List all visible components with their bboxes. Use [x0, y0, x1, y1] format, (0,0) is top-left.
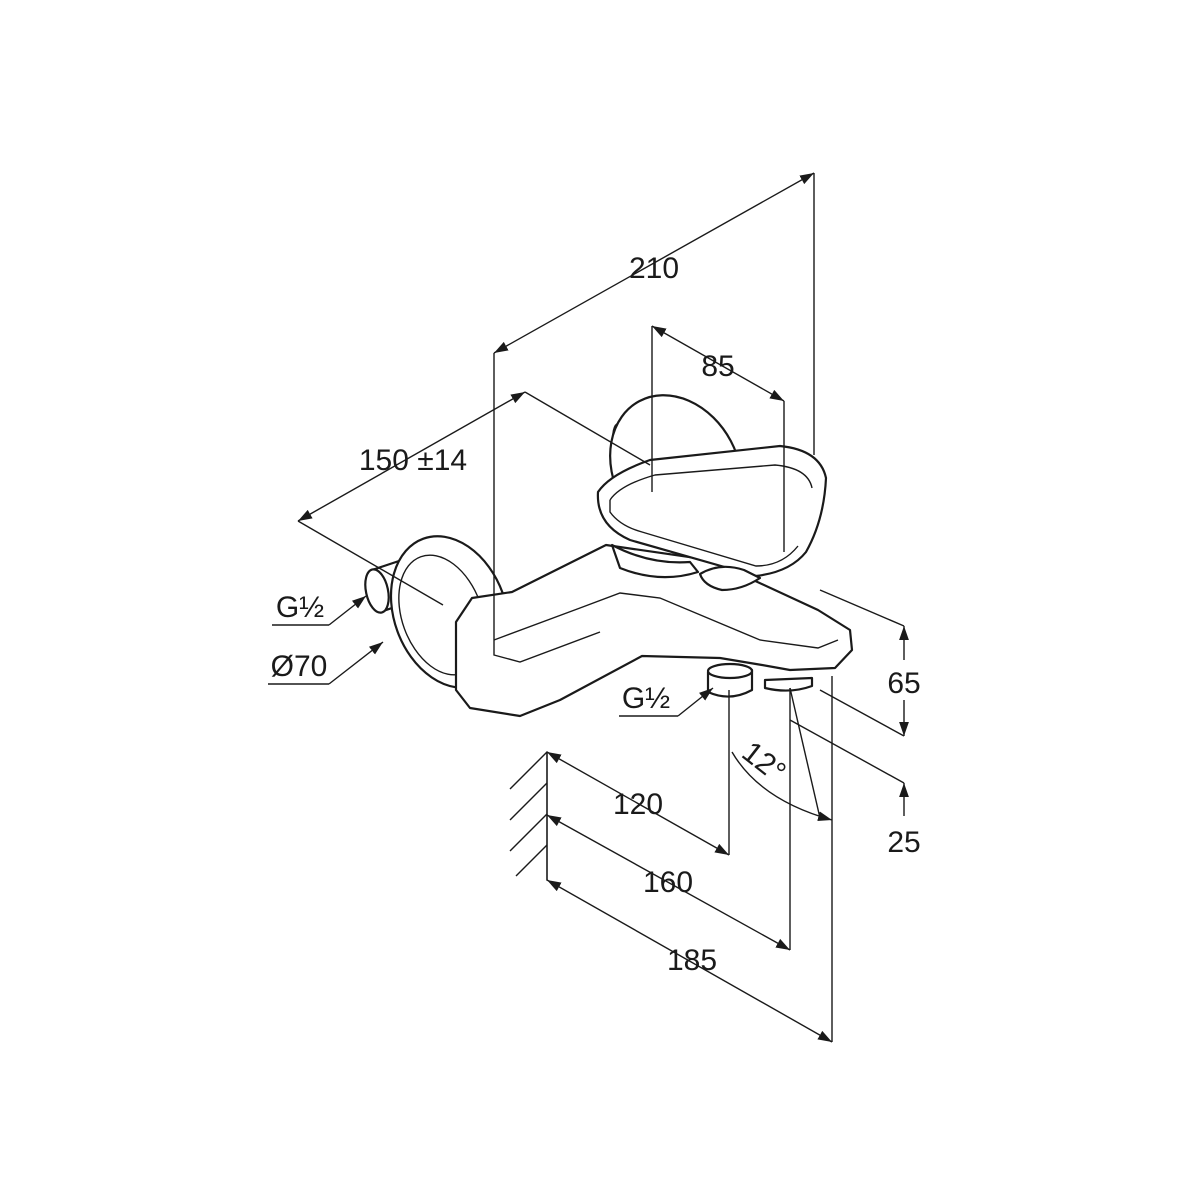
lever-handle: [596, 444, 828, 578]
dim-85-label: 85: [701, 350, 734, 383]
thread-left-label: G½: [276, 591, 324, 624]
diameter-label: Ø70: [271, 650, 328, 683]
angle-label: 12°: [736, 735, 792, 789]
wall-hatching: [509, 751, 548, 881]
faucet-body: [364, 394, 854, 718]
dim-25-label: 25: [887, 826, 920, 859]
dim-185-label: 185: [667, 944, 717, 977]
left-inlet-pipe-end: [364, 568, 390, 614]
spout-outlet: [763, 676, 814, 692]
dimension-labels: 210 85 150 ±14 G½ Ø70 G½ 65 25 12° 120 1…: [271, 252, 921, 977]
dim-210-label: 210: [629, 252, 679, 285]
mixer-body: [454, 543, 854, 718]
dim-65-label: 65: [887, 667, 920, 700]
dimension-lines: [268, 172, 909, 1043]
lever-base: [698, 565, 762, 592]
dim-150-label: 150 ±14: [359, 444, 467, 477]
dim-120-label: 120: [613, 788, 663, 821]
thread-bottom-label: G½: [622, 682, 670, 715]
dim-160-label: 160: [643, 866, 693, 899]
